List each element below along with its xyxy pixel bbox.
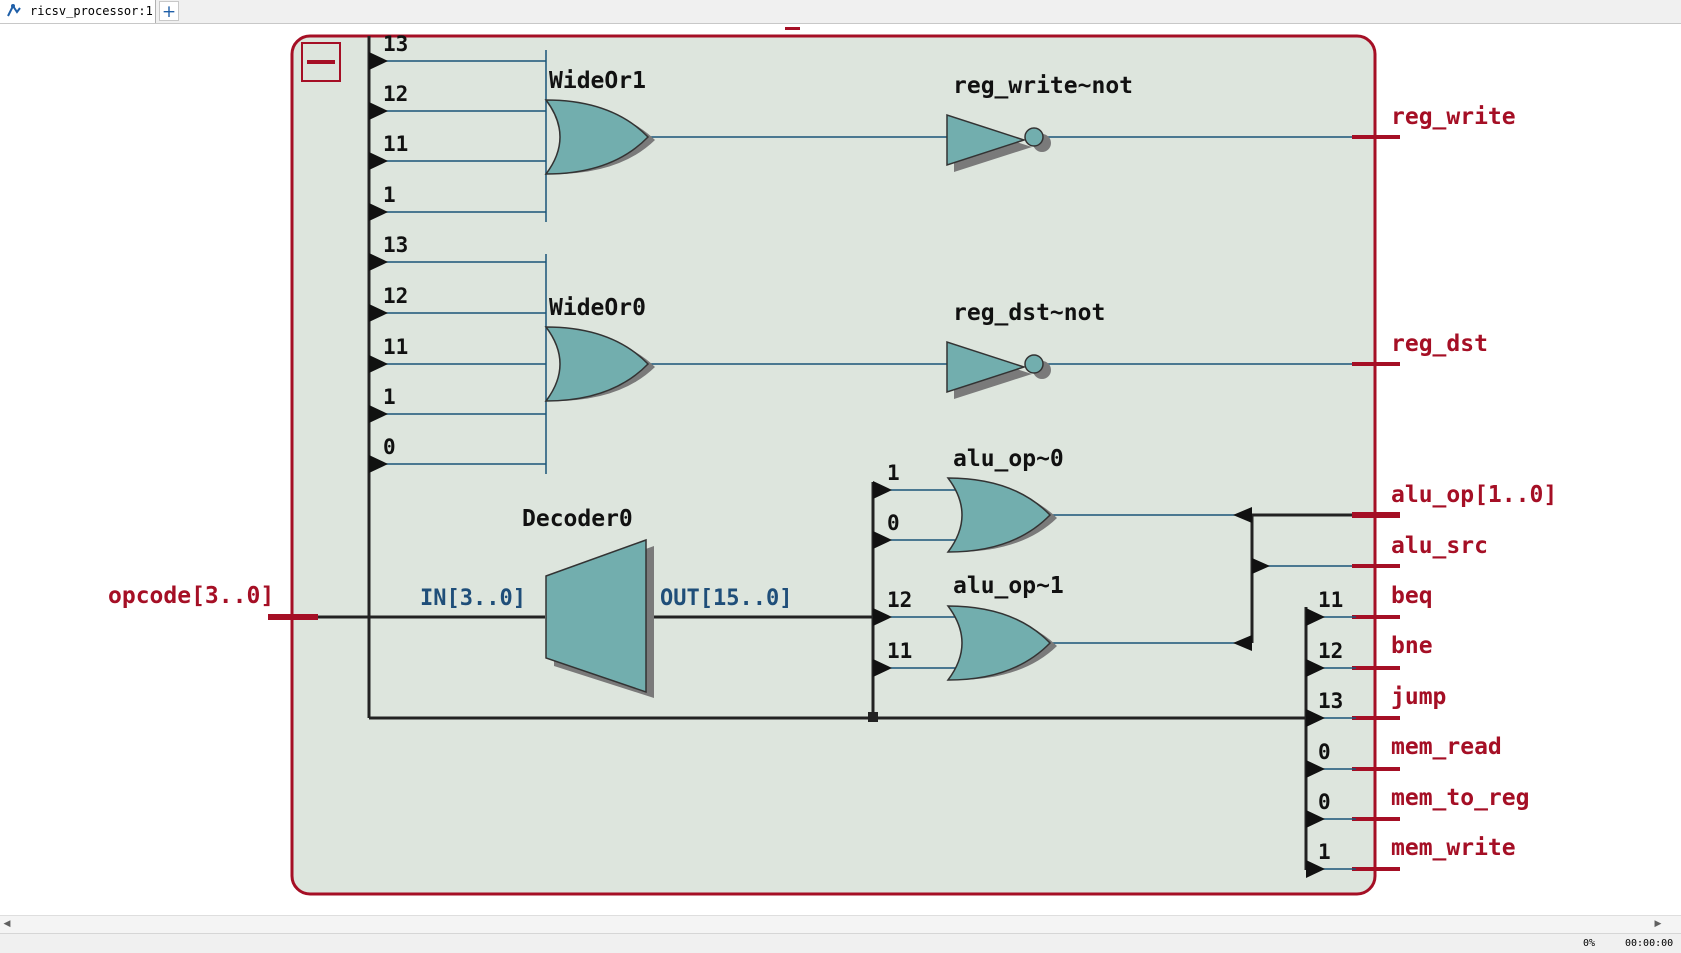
alu-op1-tap-label: 12	[887, 588, 912, 612]
alu-op0-tap-arrow	[873, 481, 892, 499]
wideor1-tap-arrow	[369, 52, 388, 70]
minus-box-icon[interactable]	[301, 42, 341, 82]
horizontal-scrollbar[interactable]: ◀ ▶	[0, 915, 1681, 933]
reg-dst-output-label[interactable]: reg_dst	[1391, 331, 1488, 357]
decoder0-block[interactable]	[545, 538, 654, 698]
alu-op1-gate[interactable]	[946, 605, 1057, 681]
output-tap-arrow	[1306, 760, 1325, 778]
decoder-out-port-label: OUT[15..0]	[660, 586, 792, 611]
mem-write-output-label[interactable]: mem_write	[1391, 835, 1516, 861]
scroll-left-icon[interactable]: ◀	[3, 919, 11, 929]
wideor0-tap-label: 11	[383, 335, 408, 359]
decoder0-label: Decoder0	[522, 506, 633, 532]
netlist-viewer-icon	[7, 4, 21, 17]
wideor1-gate[interactable]	[544, 99, 655, 175]
wideor0-tap-arrow	[369, 304, 388, 322]
mem-to-reg-output-label[interactable]: mem_to_reg	[1391, 785, 1529, 811]
alu-op0-tap-arrow	[873, 531, 892, 549]
alu-op1-taps: 12 11	[873, 588, 960, 677]
wideor0-gate[interactable]	[544, 326, 655, 402]
alu-op1-tap-label: 11	[887, 639, 912, 663]
wideor0-label: WideOr0	[549, 295, 646, 321]
alu-op0-tap-label: 0	[887, 511, 900, 535]
beq-output-label[interactable]: beq	[1391, 583, 1433, 609]
alu-op1-label: alu_op~1	[953, 573, 1064, 599]
alu-op0-label: alu_op~0	[953, 446, 1064, 472]
wideor1-tap-arrow	[369, 203, 388, 221]
reg-dst-not-label: reg_dst~not	[953, 300, 1105, 326]
output-tap-label: 11	[1318, 588, 1343, 612]
wideor1-tap-label: 13	[383, 32, 408, 56]
output-tap-arrow	[1306, 709, 1325, 727]
alu-op1-tap-arrow	[873, 659, 892, 677]
alu-op0-taps: 10	[873, 461, 960, 549]
reg-write-output-label[interactable]: reg_write	[1391, 104, 1516, 130]
bne-output-label[interactable]: bne	[1391, 633, 1433, 659]
wideor0-tap-label: 0	[383, 435, 396, 459]
tab-label: ricsv_processor:1	[30, 4, 153, 18]
output-tap-arrow	[1306, 608, 1325, 626]
reg-write-not-gate[interactable]	[946, 113, 1051, 172]
mem-read-output-label[interactable]: mem_read	[1391, 734, 1502, 760]
tab-ricsv-processor[interactable]: ricsv_processor:1	[0, 0, 156, 23]
opcode-input-label[interactable]: opcode[3..0]	[108, 583, 274, 609]
output-tap-label: 0	[1318, 740, 1331, 764]
output-taps: 11 12 13 0 0 1	[1306, 588, 1356, 878]
alu-op0-tap-label: 1	[887, 461, 900, 485]
output-tap-label: 12	[1318, 639, 1343, 663]
wideor1-label: WideOr1	[549, 68, 646, 94]
output-tap-arrow	[1306, 860, 1325, 878]
wideor1-tap-label: 1	[383, 183, 396, 207]
alu-op0-gate[interactable]	[946, 477, 1057, 553]
wideor0-tap-arrow	[369, 455, 388, 473]
add-tab-button[interactable]: +	[159, 1, 179, 22]
wideor1-tap-arrow	[369, 102, 388, 120]
wideor1-tap-label: 11	[383, 132, 408, 156]
alu-src-output-label[interactable]: alu_src	[1391, 533, 1488, 559]
scroll-right-icon[interactable]: ▶	[1654, 919, 1662, 929]
output-stubs	[1352, 135, 1400, 871]
status-zoom: 0%	[1583, 938, 1596, 949]
jump-output-label[interactable]: jump	[1391, 684, 1446, 710]
output-tap-label: 0	[1318, 790, 1331, 814]
reg-write-not-label: reg_write~not	[953, 73, 1133, 99]
output-tap-label: 1	[1318, 840, 1331, 864]
wideor0-tap-label: 12	[383, 284, 408, 308]
wideor0-tap-arrow	[369, 253, 388, 271]
decoder-in-port-label: IN[3..0]	[420, 586, 526, 611]
module-box[interactable]	[290, 34, 1377, 896]
wideor1-tap-arrow	[369, 152, 388, 170]
status-bar: 0% 00:00:00	[0, 933, 1681, 953]
status-time: 00:00:00	[1625, 938, 1674, 949]
alu-op-output-label[interactable]: alu_op[1..0]	[1391, 482, 1557, 508]
output-tap-label: 13	[1318, 689, 1343, 713]
wideor1-tap-label: 12	[383, 82, 408, 106]
alu-op1-tap-arrow	[873, 608, 892, 626]
wideor0-tap-label: 13	[383, 233, 408, 257]
wideor0-tap-label: 1	[383, 385, 396, 409]
output-tap-arrow	[1306, 810, 1325, 828]
output-tap-arrow	[1306, 659, 1325, 677]
reg-dst-not-gate[interactable]	[946, 340, 1051, 399]
tab-bar: ricsv_processor:1 +	[0, 0, 1681, 24]
wideor0-tap-arrow	[369, 405, 388, 423]
wideor0-tap-arrow	[369, 355, 388, 373]
